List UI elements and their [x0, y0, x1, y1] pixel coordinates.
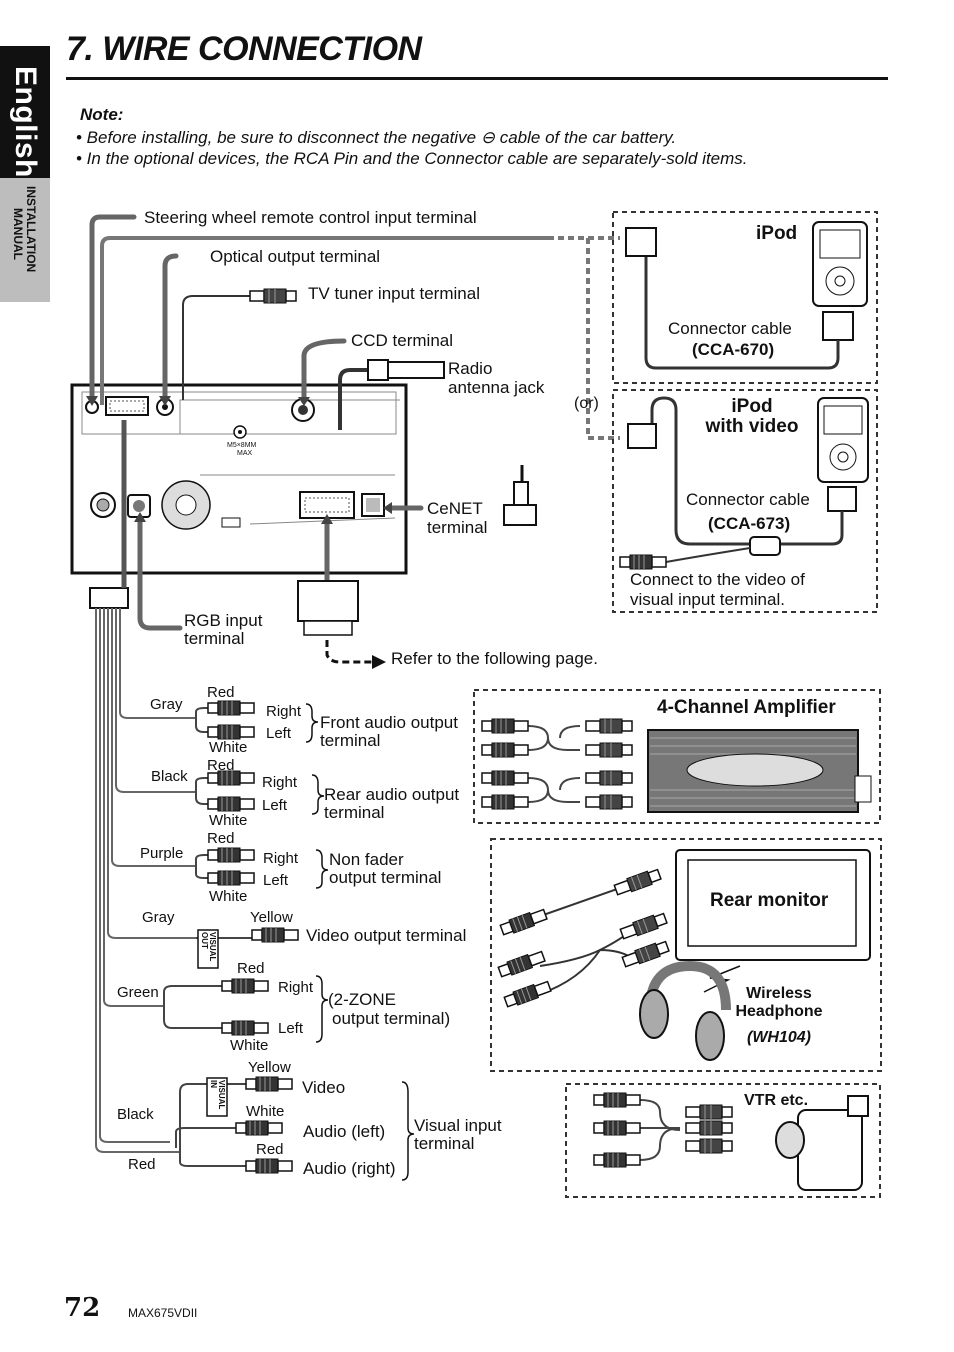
amplifier-device	[481, 718, 872, 813]
nonfader-label-1: Non fader	[329, 850, 404, 869]
optical-label: Optical output terminal	[210, 247, 381, 266]
rear-monitor-device	[496, 849, 871, 1010]
language-tab: English	[0, 46, 50, 178]
front-label-2: terminal	[320, 731, 381, 750]
refer-label: Refer to the following page.	[391, 649, 598, 668]
rear-right: Right	[262, 774, 298, 791]
rear-top-color: Red	[207, 757, 235, 774]
visual-in-tag: VISUAL IN	[209, 1080, 225, 1110]
rear-left: Left	[262, 797, 288, 814]
leader-arrows	[86, 396, 392, 524]
nonfader-left: Left	[263, 872, 289, 889]
zone-label-1: (2-ZONE	[328, 990, 396, 1009]
ipod-cable-label: Connector cable	[668, 319, 792, 338]
rgb-label-2: terminal	[184, 629, 245, 648]
ccd-label: CCD terminal	[351, 331, 454, 350]
ipod-video-note-2: visual input terminal.	[630, 590, 785, 609]
front-bottom-color: White	[209, 739, 248, 756]
harness-connector	[297, 580, 386, 669]
zone-label-2: output terminal)	[332, 1009, 451, 1028]
front-label-1: Front audio output	[320, 713, 458, 732]
visual-in-wire2: Red	[128, 1156, 156, 1173]
or-label: (or)	[574, 395, 599, 412]
headphone-device	[639, 960, 731, 1061]
visual-in-audio-right: Audio (right)	[303, 1159, 396, 1178]
ipod-cable-model: (CCA-670)	[692, 340, 775, 359]
visual-in-wire1: Black	[117, 1106, 154, 1123]
rear-label-2: terminal	[324, 803, 385, 822]
rear-monitor-label: Rear monitor	[710, 890, 829, 911]
nonfader-wire-color: Purple	[140, 845, 184, 862]
note-item-2: • In the optional devices, the RCA Pin a…	[76, 149, 748, 168]
visual-in-video: Video	[302, 1078, 346, 1097]
visual-in-label-2: terminal	[414, 1134, 475, 1153]
page-title: 7. WIRE CONNECTION	[66, 30, 422, 68]
nonfader-label-2: output terminal	[329, 868, 442, 887]
front-right: Right	[266, 703, 302, 720]
unit-marking-2: MAX	[237, 450, 253, 457]
headphone-model: (WH104)	[746, 1029, 811, 1046]
radio-label-2: antenna jack	[448, 378, 545, 397]
note-heading: Note:	[80, 105, 124, 124]
nonfader-right: Right	[263, 850, 299, 867]
ipod-video-cable-label: Connector cable	[686, 490, 810, 509]
wire-bundle	[89, 420, 196, 1153]
rgb-label-1: RGB input	[184, 611, 263, 630]
device-boxes	[473, 211, 882, 1198]
visual-in-yellow: Yellow	[248, 1059, 291, 1076]
head-unit	[70, 383, 408, 575]
ipod-video-title-2: with video	[705, 416, 799, 437]
section-tab: INSTALLATION MANUAL	[0, 178, 50, 302]
model-number: MAX675VDII	[128, 1306, 198, 1320]
vtr-device	[593, 1092, 869, 1191]
headphone-label-1: Wireless	[746, 985, 812, 1002]
cenet-label-2: terminal	[427, 518, 488, 537]
ipod-title: iPod	[756, 223, 798, 244]
amplifier-label: 4-Channel Amplifier	[657, 697, 836, 718]
nonfader-top-color: Red	[207, 830, 235, 847]
zone-wire-color: Green	[117, 984, 159, 1001]
ipod-device	[625, 221, 868, 370]
video-output-label: Video output terminal	[306, 926, 467, 945]
title-rule	[66, 77, 888, 80]
cenet-connector	[503, 465, 537, 526]
zone-bottom-color: White	[230, 1037, 269, 1054]
page-number: 72	[64, 1293, 101, 1323]
cenet-label-1: CeNET	[427, 499, 483, 518]
visual-in-audio-left: Audio (left)	[303, 1122, 386, 1141]
vtr-label: VTR etc.	[744, 1092, 809, 1109]
ipod-video-title-1: iPod	[731, 396, 773, 417]
unit-marking-1: M5×8MM	[227, 442, 257, 449]
zone-top-color: Red	[237, 960, 265, 977]
radio-label-1: Radio	[448, 359, 493, 378]
front-wire-color: Gray	[150, 696, 183, 713]
note-item-1: • Before installing, be sure to disconne…	[76, 128, 677, 147]
front-left: Left	[266, 725, 292, 742]
front-top-color: Red	[207, 684, 235, 701]
tv-tuner-label: TV tuner input terminal	[308, 284, 480, 303]
video-wire-color: Gray	[142, 909, 175, 926]
zone-left: Left	[278, 1020, 304, 1037]
rear-label-1: Rear audio output	[324, 785, 460, 804]
visual-in-label-1: Visual input	[414, 1116, 502, 1135]
rear-wire-color: Black	[151, 768, 188, 785]
ipod-video-device	[619, 396, 869, 570]
visual-in-red: Red	[256, 1141, 284, 1158]
ipod-video-cable-model: (CCA-673)	[708, 514, 791, 533]
video-plug-color: Yellow	[250, 909, 293, 926]
zone-right: Right	[278, 979, 314, 996]
rear-bottom-color: White	[209, 812, 248, 829]
ipod-video-note-1: Connect to the video of	[630, 570, 805, 589]
visual-in-white: White	[246, 1103, 285, 1120]
headphone-label-2: Headphone	[735, 1003, 823, 1020]
visual-out-tag: VISUAL OUT	[200, 932, 216, 962]
nonfader-bottom-color: White	[209, 888, 248, 905]
steering-label: Steering wheel remote control input term…	[144, 208, 477, 227]
